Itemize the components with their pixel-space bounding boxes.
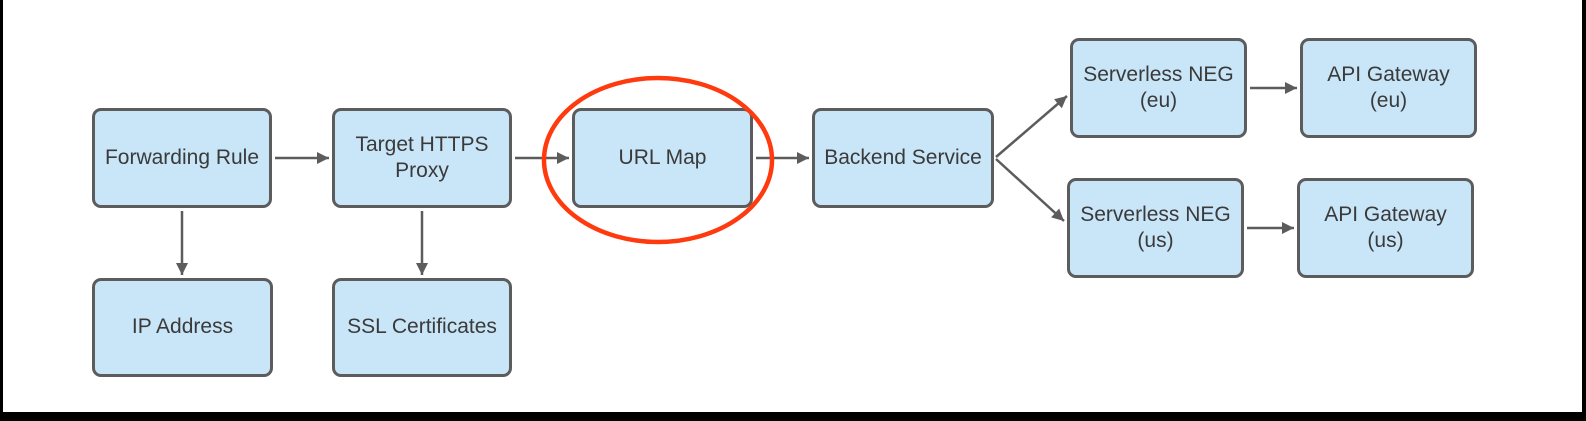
frame-edge-bottom: [0, 412, 1586, 421]
node-label: SSL Certificates: [347, 315, 497, 339]
node-serverless-neg-eu: Serverless NEG (eu): [1070, 38, 1247, 138]
node-label: Backend Service: [824, 145, 982, 169]
node-api-gateway-us: API Gateway (us): [1297, 178, 1474, 278]
node-ip-address: IP Address: [92, 278, 273, 377]
node-url-map: URL Map: [572, 108, 753, 208]
node-label: IP Address: [131, 315, 234, 339]
edge-backend-service-to-serverless-neg-us: [995, 158, 1065, 222]
frame-edge-right: [1582, 0, 1586, 421]
node-label: API Gateway (eu): [1327, 62, 1450, 112]
node-label: Target HTTPS Proxy: [355, 132, 489, 182]
edge-backend-service-to-serverless-neg-eu: [995, 95, 1068, 158]
node-forwarding-rule: Forwarding Rule: [92, 108, 272, 208]
node-label: API Gateway (us): [1324, 202, 1447, 252]
node-label: Forwarding Rule: [104, 145, 260, 169]
node-ssl-certificates: SSL Certificates: [332, 278, 512, 377]
frame-edge-left: [0, 0, 3, 421]
node-label: Serverless NEG (us): [1080, 202, 1231, 252]
node-target-https-proxy: Target HTTPS Proxy: [332, 108, 512, 208]
node-serverless-neg-us: Serverless NEG (us): [1067, 178, 1244, 278]
node-label: Serverless NEG (eu): [1083, 62, 1234, 112]
node-backend-service: Backend Service: [812, 108, 994, 208]
node-label: URL Map: [618, 145, 707, 169]
node-api-gateway-eu: API Gateway (eu): [1300, 38, 1477, 138]
